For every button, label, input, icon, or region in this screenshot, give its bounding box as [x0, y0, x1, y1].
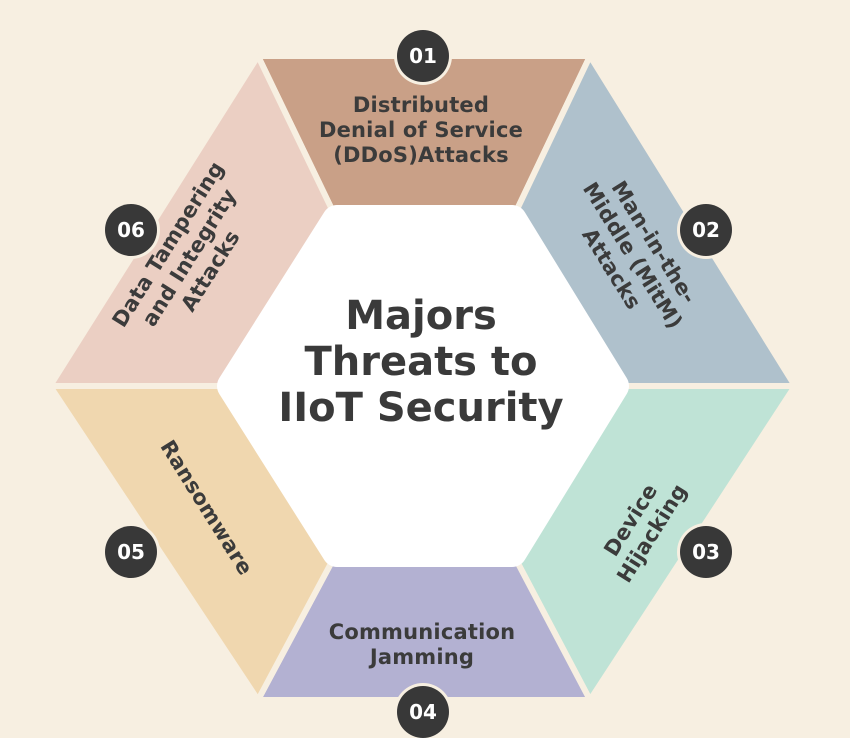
- center-title: Majors Threats to IIoT Security: [278, 293, 564, 431]
- badge-06: 06: [105, 204, 157, 256]
- badge-01: 01: [397, 30, 449, 82]
- center-hexagon: [217, 205, 629, 567]
- badge-05: 05: [105, 526, 157, 578]
- badge-04: 04: [397, 686, 449, 738]
- segment-label-ddos: Distributed Denial of Service (DDoS)Atta…: [318, 93, 524, 168]
- segment-label-communication-jamming: Communication Jamming: [328, 619, 516, 669]
- badge-03: 03: [680, 526, 732, 578]
- badge-02: 02: [680, 204, 732, 256]
